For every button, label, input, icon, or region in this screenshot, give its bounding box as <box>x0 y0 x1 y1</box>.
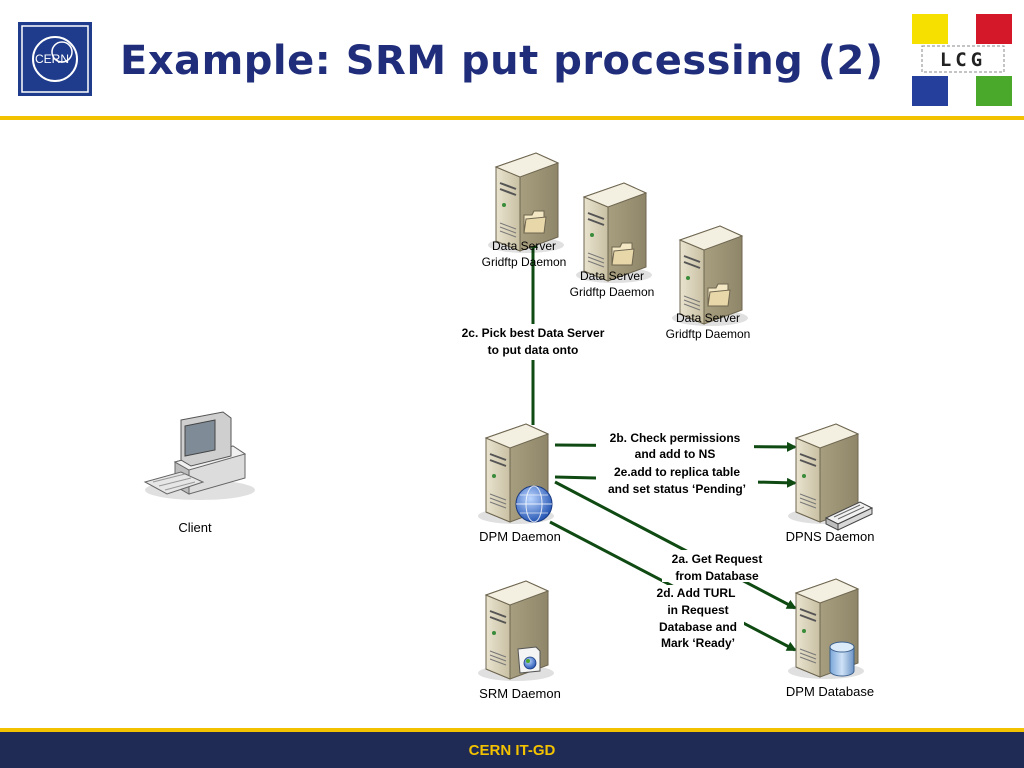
dpns-daemon-label: DPNS Daemon <box>786 529 875 544</box>
cern-logo: CERN <box>18 22 92 96</box>
lcg-logo: LCG <box>912 14 1012 106</box>
name-server-device-icon <box>824 501 874 531</box>
step-2b-line2: and add to NS <box>635 447 716 461</box>
step-2e-line1: 2e.add to replica table <box>614 465 740 479</box>
footer-text: CERN IT-GD <box>468 742 556 759</box>
client-label: Client <box>178 520 212 535</box>
data-server-1-label-line2: Gridftp Daemon <box>482 255 567 269</box>
footer-divider <box>0 728 1024 732</box>
client-computer-icon <box>143 411 255 500</box>
dpm-database-server <box>787 578 865 680</box>
document-globe-icon <box>517 646 541 674</box>
step-2e-line2: and set status ‘Pending’ <box>608 482 746 496</box>
srm-daemon-server <box>477 580 555 682</box>
step-2c-line2: to put data onto <box>488 343 579 357</box>
data-server-1-label-line1: Data Server <box>492 239 556 253</box>
data-server-1 <box>487 152 565 254</box>
step-2a-line1: 2a. Get Request <box>672 552 763 566</box>
diagram-canvas: CERN LCG Data Server Gridftp Daemon Data <box>18 14 1012 701</box>
header-divider <box>0 116 1024 120</box>
database-icon <box>829 641 855 677</box>
dpm-daemon-label: DPM Daemon <box>479 529 561 544</box>
dpm-database-label: DPM Database <box>786 684 874 699</box>
dpm-daemon-server <box>477 423 555 525</box>
globe-icon <box>515 485 553 523</box>
cern-logo-text: CERN <box>35 52 69 66</box>
page-title: Example: SRM put processing (2) <box>120 38 884 84</box>
srm-daemon-label: SRM Daemon <box>479 686 561 701</box>
step-2d-line4: Mark ‘Ready’ <box>661 636 735 650</box>
step-2b-line1: 2b. Check permissions <box>610 431 741 445</box>
step-2d-line2: in Request <box>667 603 728 617</box>
data-server-2-label-line2: Gridftp Daemon <box>570 285 655 299</box>
data-server-2 <box>575 182 653 284</box>
step-2a-line2: from Database <box>675 569 759 583</box>
data-server-3-label-line2: Gridftp Daemon <box>666 327 751 341</box>
connector-2a <box>554 480 797 610</box>
step-2d-line3: Database and <box>659 620 737 634</box>
lcg-logo-text: LCG <box>940 49 986 71</box>
step-2d-line1: 2d. Add TURL <box>657 586 736 600</box>
data-server-3-label-line1: Data Server <box>676 311 740 325</box>
step-2c-line1: 2c. Pick best Data Server <box>462 326 605 340</box>
data-server-2-label-line1: Data Server <box>580 269 644 283</box>
dpns-daemon-server <box>787 423 874 531</box>
footer-bar <box>0 732 1024 768</box>
